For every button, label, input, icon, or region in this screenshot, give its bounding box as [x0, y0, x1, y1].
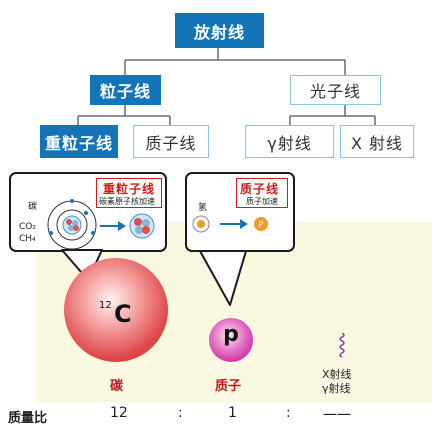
- carbon-atom-icon: [47, 199, 97, 250]
- xray-label: X射线: [322, 368, 352, 381]
- carbon-element-label: 碳: [28, 202, 38, 212]
- mass-ratio-sep-2: :: [286, 405, 291, 421]
- proton-tag-subtitle: 质子加速: [246, 197, 278, 206]
- hydrogen-element-label: 氢: [198, 203, 208, 213]
- hydrogen-atom-icon: [192, 215, 210, 233]
- gamma-label: γ射线: [322, 382, 351, 395]
- mass-ratio-carbon: 12: [110, 405, 128, 421]
- mass-ratio-photon: 一一: [323, 408, 351, 424]
- tree-connectors: [77, 48, 376, 125]
- x-ray-box: X 射线: [340, 125, 414, 158]
- heavy-ion-tag-title: 重粒子线: [103, 182, 156, 196]
- heavy-ion-tag-subtitle: 碳素原子核加速: [99, 197, 155, 206]
- proton-sphere: [209, 318, 253, 362]
- proton-tag-title: 质子线: [240, 182, 280, 196]
- carbon-ion-sphere: [64, 258, 168, 362]
- particle-beam-box: 粒子线: [90, 75, 161, 105]
- carbon-arrow-icon: [100, 221, 126, 231]
- mass-ratio-proton: 1: [228, 405, 237, 421]
- carbon-mass-number: 12: [99, 300, 112, 311]
- co2-label: CO₂: [19, 222, 36, 232]
- radiation-box: 放射线: [175, 13, 264, 48]
- proton-label: 质子: [215, 379, 242, 394]
- proton-symbol: p: [223, 322, 239, 347]
- heavy-ion-beam-box: 重粒子线: [40, 125, 118, 158]
- proton-arrow-icon: [220, 219, 248, 229]
- mass-ratio-label: 质量比: [8, 411, 48, 426]
- carbon-label: 碳: [110, 379, 124, 394]
- heavy-ion-tag: [96, 178, 162, 208]
- mass-ratio-sep-1: :: [178, 405, 183, 421]
- proton-dot-icon: P: [254, 217, 268, 231]
- proton-beam-box: 质子线: [133, 125, 209, 158]
- photon-wave-icon: [339, 333, 345, 358]
- carbon-symbol: C: [114, 300, 132, 328]
- carbon-nucleus-icon: [129, 213, 155, 239]
- ch4-label: CH₄: [19, 234, 36, 244]
- photon-beam-box: 光子线: [290, 75, 381, 105]
- proton-tag: [236, 178, 288, 208]
- gamma-ray-box: γ射线: [245, 125, 334, 158]
